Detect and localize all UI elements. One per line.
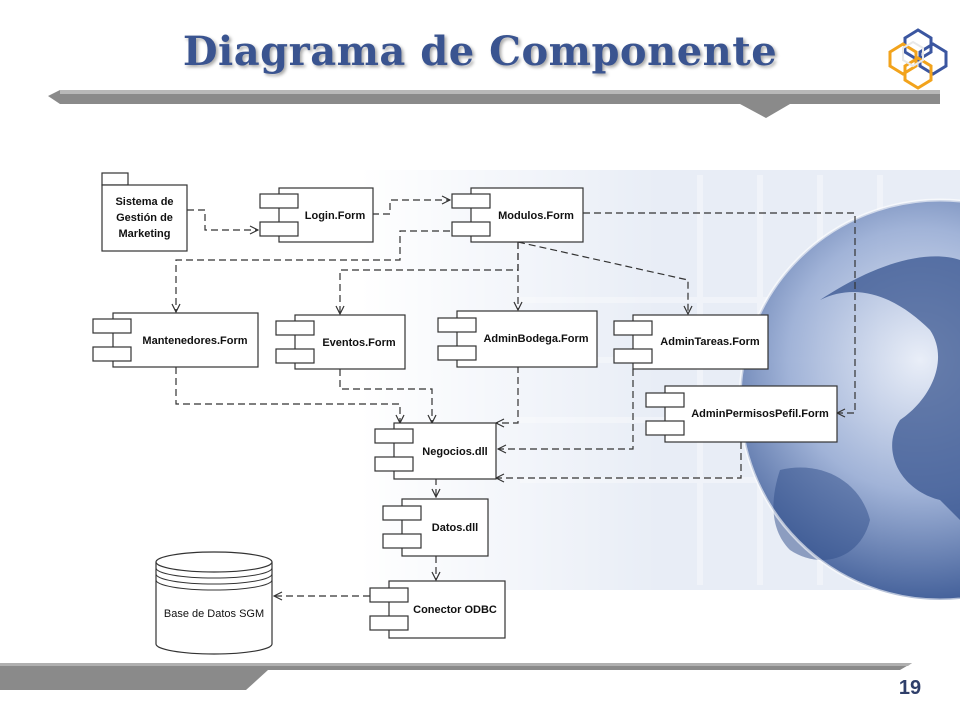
- package-label-line-1: Sistema de: [115, 196, 173, 208]
- component-login-form: Login.Form: [259, 187, 374, 243]
- component-label-negocios: Negocios.dll: [422, 446, 487, 458]
- component-datos-dll: Datos.dll: [382, 498, 489, 557]
- header-bar: [48, 90, 940, 118]
- connector-mantenedores-negocios: [175, 367, 400, 423]
- component-label-modulos: Modulos.Form: [498, 210, 574, 222]
- component-adminbodega-form: AdminBodega.Form: [437, 310, 598, 368]
- component-label-login: Login.Form: [305, 210, 366, 222]
- package-label-line-3: Marketing: [119, 228, 171, 240]
- component-modulos-form: Modulos.Form: [451, 187, 584, 243]
- hexagon-logo: [888, 28, 948, 90]
- connector-modulos-admintareas: [517, 241, 688, 314]
- component-label-datos: Datos.dll: [432, 522, 478, 534]
- component-label-odbc: Conector ODBC: [413, 604, 497, 616]
- connector-adminbodega-negocios: [496, 366, 519, 423]
- component-mantenedores-form: Mantenedores.Form: [92, 312, 259, 368]
- connector-modulos-mantenedores: [176, 230, 450, 312]
- component-conector-odbc: Conector ODBC: [369, 580, 506, 639]
- database-label: Base de Datos SGM: [164, 608, 264, 620]
- component-eventos-form: Eventos.Form: [275, 314, 406, 370]
- component-adminpermisos-form: AdminPermisosPefil.Form: [645, 385, 838, 443]
- page-number: 19: [898, 677, 922, 699]
- component-negocios-dll: Negocios.dll: [374, 422, 497, 480]
- connector-package-login: [187, 209, 258, 230]
- component-label-eventos: Eventos.Form: [322, 337, 396, 349]
- package-label-line-2: Gestión de: [116, 212, 173, 224]
- connector-modulos-adminpermisos: [583, 212, 856, 413]
- connector-login-modulos: [372, 200, 450, 215]
- component-label-adminpermisos: AdminPermisosPefil.Form: [691, 408, 829, 420]
- component-label-admintareas: AdminTareas.Form: [660, 336, 760, 348]
- connector-adminpermisos-negocios: [496, 442, 742, 478]
- connector-eventos-negocios: [339, 369, 432, 423]
- slide-title: Diagrama de Componente: [182, 28, 778, 75]
- database-cylinder: Base de Datos SGM: [155, 551, 273, 655]
- connector-admintareas-negocios: [498, 369, 634, 449]
- dependency-connectors: [175, 200, 856, 596]
- component-label-adminbodega: AdminBodega.Form: [483, 333, 588, 345]
- package-sistema-gestion: Sistema de Gestión de Marketing: [101, 172, 188, 252]
- footer-bar: [0, 663, 912, 690]
- component-label-mantenedores: Mantenedores.Form: [142, 335, 247, 347]
- component-admintareas-form: AdminTareas.Form: [613, 314, 769, 370]
- connector-modulos-eventos: [340, 242, 519, 314]
